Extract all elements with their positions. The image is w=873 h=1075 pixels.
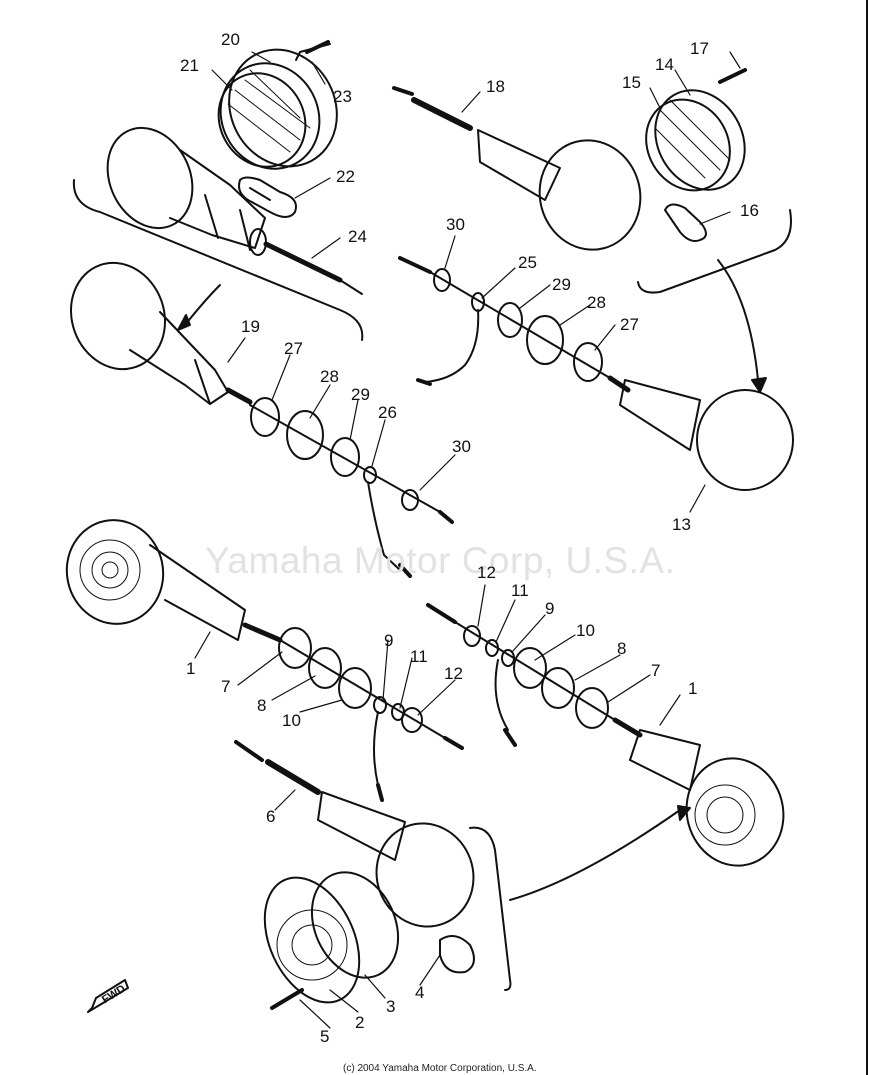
arrow-to-19 <box>184 284 221 326</box>
callout-12-right: 12 <box>477 563 496 582</box>
bulb-22 <box>238 176 297 218</box>
callout-9-right: 9 <box>545 599 555 618</box>
callout-11-left: 11 <box>410 647 428 666</box>
leader-lines <box>194 51 741 1029</box>
callout-25: 25 <box>518 253 537 272</box>
callout-24: 24 <box>348 227 367 246</box>
callout-27-right: 27 <box>620 315 639 334</box>
lamp-13 <box>619 379 794 491</box>
mounting-stack-left-middle <box>249 397 454 578</box>
callout-16: 16 <box>740 201 759 220</box>
callout-10-left: 10 <box>282 711 301 730</box>
copyright-notice: (c) 2004 Yamaha Motor Corporation, U.S.A… <box>343 1063 537 1074</box>
callout-13: 13 <box>672 515 691 534</box>
arrow-to-13 <box>717 259 759 381</box>
rear-left-lens-assembly <box>217 40 338 170</box>
callout-7-right: 7 <box>651 661 661 680</box>
watermark-text: Yamaha Motor Corp, U.S.A. <box>205 540 676 581</box>
callout-29-left: 29 <box>351 385 370 404</box>
callout-9-left: 9 <box>384 631 394 650</box>
rear-right-lens-assembly <box>645 68 747 242</box>
callout-30-bottom: 30 <box>452 437 471 456</box>
callout-2: 2 <box>355 1013 365 1032</box>
callout-1-right: 1 <box>688 679 698 698</box>
callout-1-left: 1 <box>186 659 196 678</box>
mounting-stack-right-middle <box>398 256 631 393</box>
callout-30-top: 30 <box>446 215 465 234</box>
bottom-lamp-assembly <box>234 740 691 1010</box>
callout-23: 23 <box>333 87 352 106</box>
callout-6: 6 <box>266 807 276 826</box>
callout-28-left: 28 <box>320 367 339 386</box>
front-right-lamp <box>629 729 785 867</box>
callout-8-right: 8 <box>617 639 627 658</box>
callout-27-left: 27 <box>284 339 303 358</box>
page-border-right <box>866 0 868 1075</box>
callout-11-right: 11 <box>511 581 529 600</box>
callout-22: 22 <box>336 167 355 186</box>
bracket-outline-right <box>637 209 792 294</box>
callout-8-left: 8 <box>257 696 267 715</box>
callout-20: 20 <box>221 30 240 49</box>
callout-4: 4 <box>415 983 425 1002</box>
callout-3: 3 <box>386 997 396 1016</box>
rear-right-lamp <box>392 86 642 251</box>
rear-left-lamp-housing <box>72 126 364 341</box>
front-left-mount-stack <box>278 627 464 802</box>
callout-14: 14 <box>655 55 674 74</box>
callout-12-left: 12 <box>444 664 463 683</box>
callout-28-right: 28 <box>587 293 606 312</box>
callout-29-right: 29 <box>552 275 571 294</box>
callout-26: 26 <box>378 403 397 422</box>
arrow-head-19 <box>177 314 191 331</box>
front-left-lamp <box>65 519 283 643</box>
callout-18: 18 <box>486 77 505 96</box>
lamp-19 <box>69 261 253 405</box>
front-right-mount-stack <box>426 603 643 747</box>
fwd-arrow-icon <box>87 979 129 1013</box>
arrow-head-13 <box>751 377 767 393</box>
callout-19: 19 <box>241 317 260 336</box>
callout-7-left: 7 <box>221 677 231 696</box>
callout-21: 21 <box>180 56 199 75</box>
callout-15: 15 <box>622 73 641 92</box>
callout-5: 5 <box>320 1027 330 1046</box>
callout-10-right: 10 <box>576 621 595 640</box>
callout-17: 17 <box>690 39 709 58</box>
